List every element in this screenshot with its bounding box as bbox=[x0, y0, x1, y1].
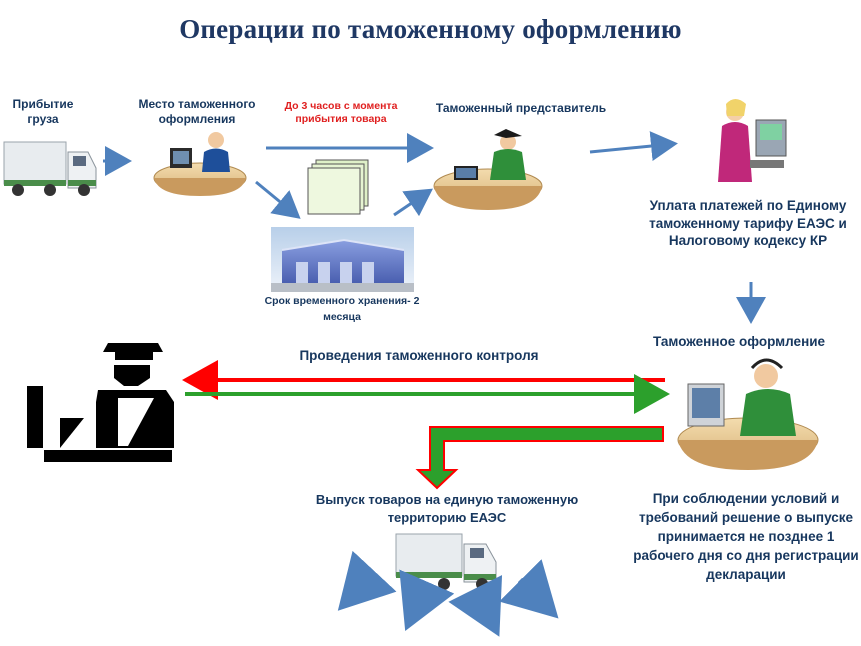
cargo-arrival-label: Прибытие груза bbox=[12, 97, 74, 126]
warehouse-icon bbox=[271, 227, 414, 292]
customs-place-label: Место таможенного оформления bbox=[138, 97, 256, 126]
arrow-distribution-1 bbox=[337, 550, 397, 611]
page-title: Операции по таможенному оформлению bbox=[179, 14, 682, 44]
customs-processing-label: Таможенное оформление bbox=[652, 334, 826, 349]
arrow-distribution-3 bbox=[448, 575, 503, 637]
customs-control-label: Проведения таможенного контроля bbox=[299, 348, 539, 363]
storage-label: Срок временного хранения- 2 месяца bbox=[264, 295, 420, 323]
decision-label: При соблюдении условий и требований реше… bbox=[633, 491, 859, 582]
customs-rep-label: Таможенный представитель bbox=[435, 101, 607, 115]
release-truck-icon bbox=[395, 533, 497, 590]
arrow-distribution-4 bbox=[499, 559, 559, 619]
arrow-storage-to-rep bbox=[393, 188, 433, 217]
customs-officer-icon bbox=[27, 343, 174, 462]
call-center-operator-icon bbox=[677, 358, 819, 470]
documents-icon bbox=[307, 159, 369, 215]
operator-desk-icon bbox=[153, 132, 247, 196]
arrow-rep-to-payment bbox=[589, 131, 678, 161]
arrow-place-to-storage bbox=[255, 180, 301, 219]
truck-icon bbox=[3, 141, 97, 196]
time-limit-label: До 3 часов с момента прибытия товара bbox=[284, 100, 398, 126]
cashier-icon bbox=[718, 99, 787, 182]
arrow-distribution-2 bbox=[399, 569, 455, 631]
representative-desk-icon bbox=[433, 129, 543, 210]
payment-label: Уплата платежей по Единому таможенному т… bbox=[649, 198, 847, 249]
release-arrow bbox=[415, 426, 664, 490]
release-label: Выпуск товаров на единую таможенную терр… bbox=[315, 492, 579, 526]
